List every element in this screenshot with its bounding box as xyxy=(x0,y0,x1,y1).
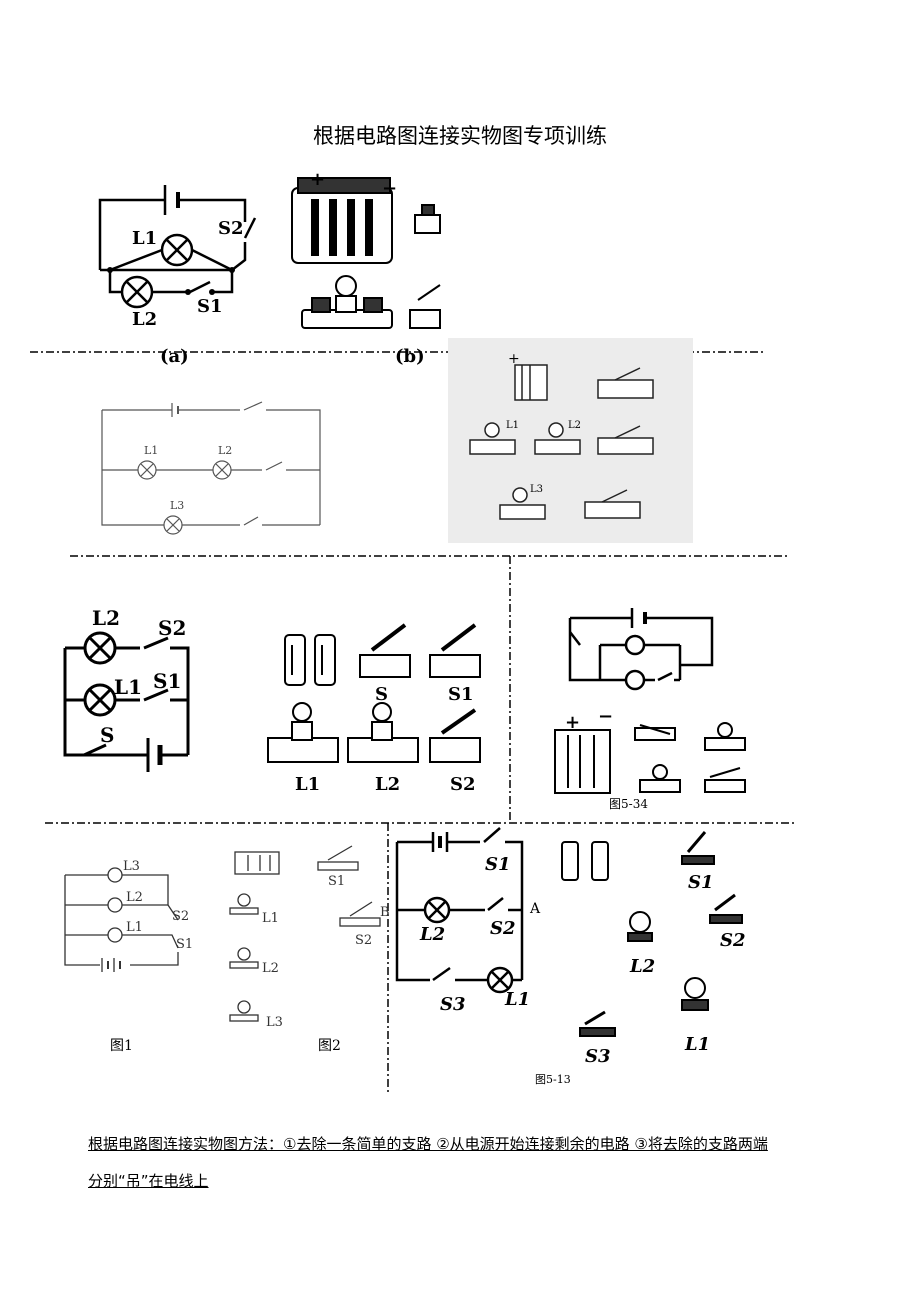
photo-label-s2: S2 xyxy=(355,933,372,948)
photo-label-l3: L3 xyxy=(530,484,543,495)
photo-label-l2: L2 xyxy=(568,420,581,431)
method-line-2: 分别“吊”在电线上 xyxy=(88,1172,209,1190)
label-s2: S2 xyxy=(172,909,189,924)
photo-label-s1: S1 xyxy=(688,872,714,893)
fig2-caption: 图2 xyxy=(318,1038,341,1054)
photo-label-s1: S1 xyxy=(328,874,345,889)
photo-label-l1: L1 xyxy=(262,911,279,926)
label-s2: S2 xyxy=(218,218,244,239)
photo-label-s2: S2 xyxy=(450,774,476,795)
photo-label-l2: L2 xyxy=(262,961,279,976)
fig1-caption: 图1 xyxy=(110,1038,133,1054)
label-l3: L3 xyxy=(123,859,140,874)
label-s2: S2 xyxy=(158,616,186,640)
label-l1: L1 xyxy=(132,228,157,249)
battery-plus: + xyxy=(310,169,325,190)
label-l2: L2 xyxy=(218,444,232,457)
label-l1: L1 xyxy=(144,444,158,457)
label-a: A xyxy=(529,901,541,917)
photo-label-s1: S1 xyxy=(448,684,474,705)
label-s2: S2 xyxy=(490,918,516,939)
label-s3: S3 xyxy=(440,994,466,1015)
figure-id-5-13: 图5-13 xyxy=(535,1073,571,1086)
label-l2: L2 xyxy=(419,924,445,945)
label-s1: S1 xyxy=(485,854,511,875)
label-l1: L1 xyxy=(126,920,143,935)
photo-label-s: S xyxy=(375,684,388,705)
page-title: 根据电路图连接实物图专项训练 xyxy=(313,124,607,148)
photo-label-l2: L2 xyxy=(629,956,655,977)
figure-id-5-34: 图5-34 xyxy=(609,797,648,811)
label-l2: L2 xyxy=(126,890,143,905)
photo-label-s3: S3 xyxy=(585,1046,611,1067)
label-l2: L2 xyxy=(92,606,120,630)
photo-label-l2: L2 xyxy=(375,774,400,795)
battery-minus: − xyxy=(598,706,613,727)
label-l1: L1 xyxy=(114,675,142,699)
label-b: B xyxy=(380,905,390,920)
method-line-1: 根据电路图连接实物图方法：①去除一条简单的支路 ②从电源开始连接剩余的电路 ③将… xyxy=(88,1135,768,1153)
photo-label-l1: L1 xyxy=(684,1034,710,1055)
battery-minus: − xyxy=(382,178,397,199)
photo-label-l3: L3 xyxy=(266,1015,283,1030)
photo-label-l1: L1 xyxy=(506,420,519,431)
photo-label-l1: L1 xyxy=(295,774,320,795)
label-l1: L1 xyxy=(504,989,530,1010)
label-s1: S1 xyxy=(153,669,181,693)
label-s: S xyxy=(100,723,114,747)
battery-plus: + xyxy=(565,712,580,733)
label-s1: S1 xyxy=(176,937,193,952)
label-l3: L3 xyxy=(170,499,184,512)
photo-label-s2: S2 xyxy=(720,930,746,951)
battery-plus: + xyxy=(508,351,520,367)
label-l2: L2 xyxy=(132,309,157,330)
label-s1: S1 xyxy=(197,296,223,317)
